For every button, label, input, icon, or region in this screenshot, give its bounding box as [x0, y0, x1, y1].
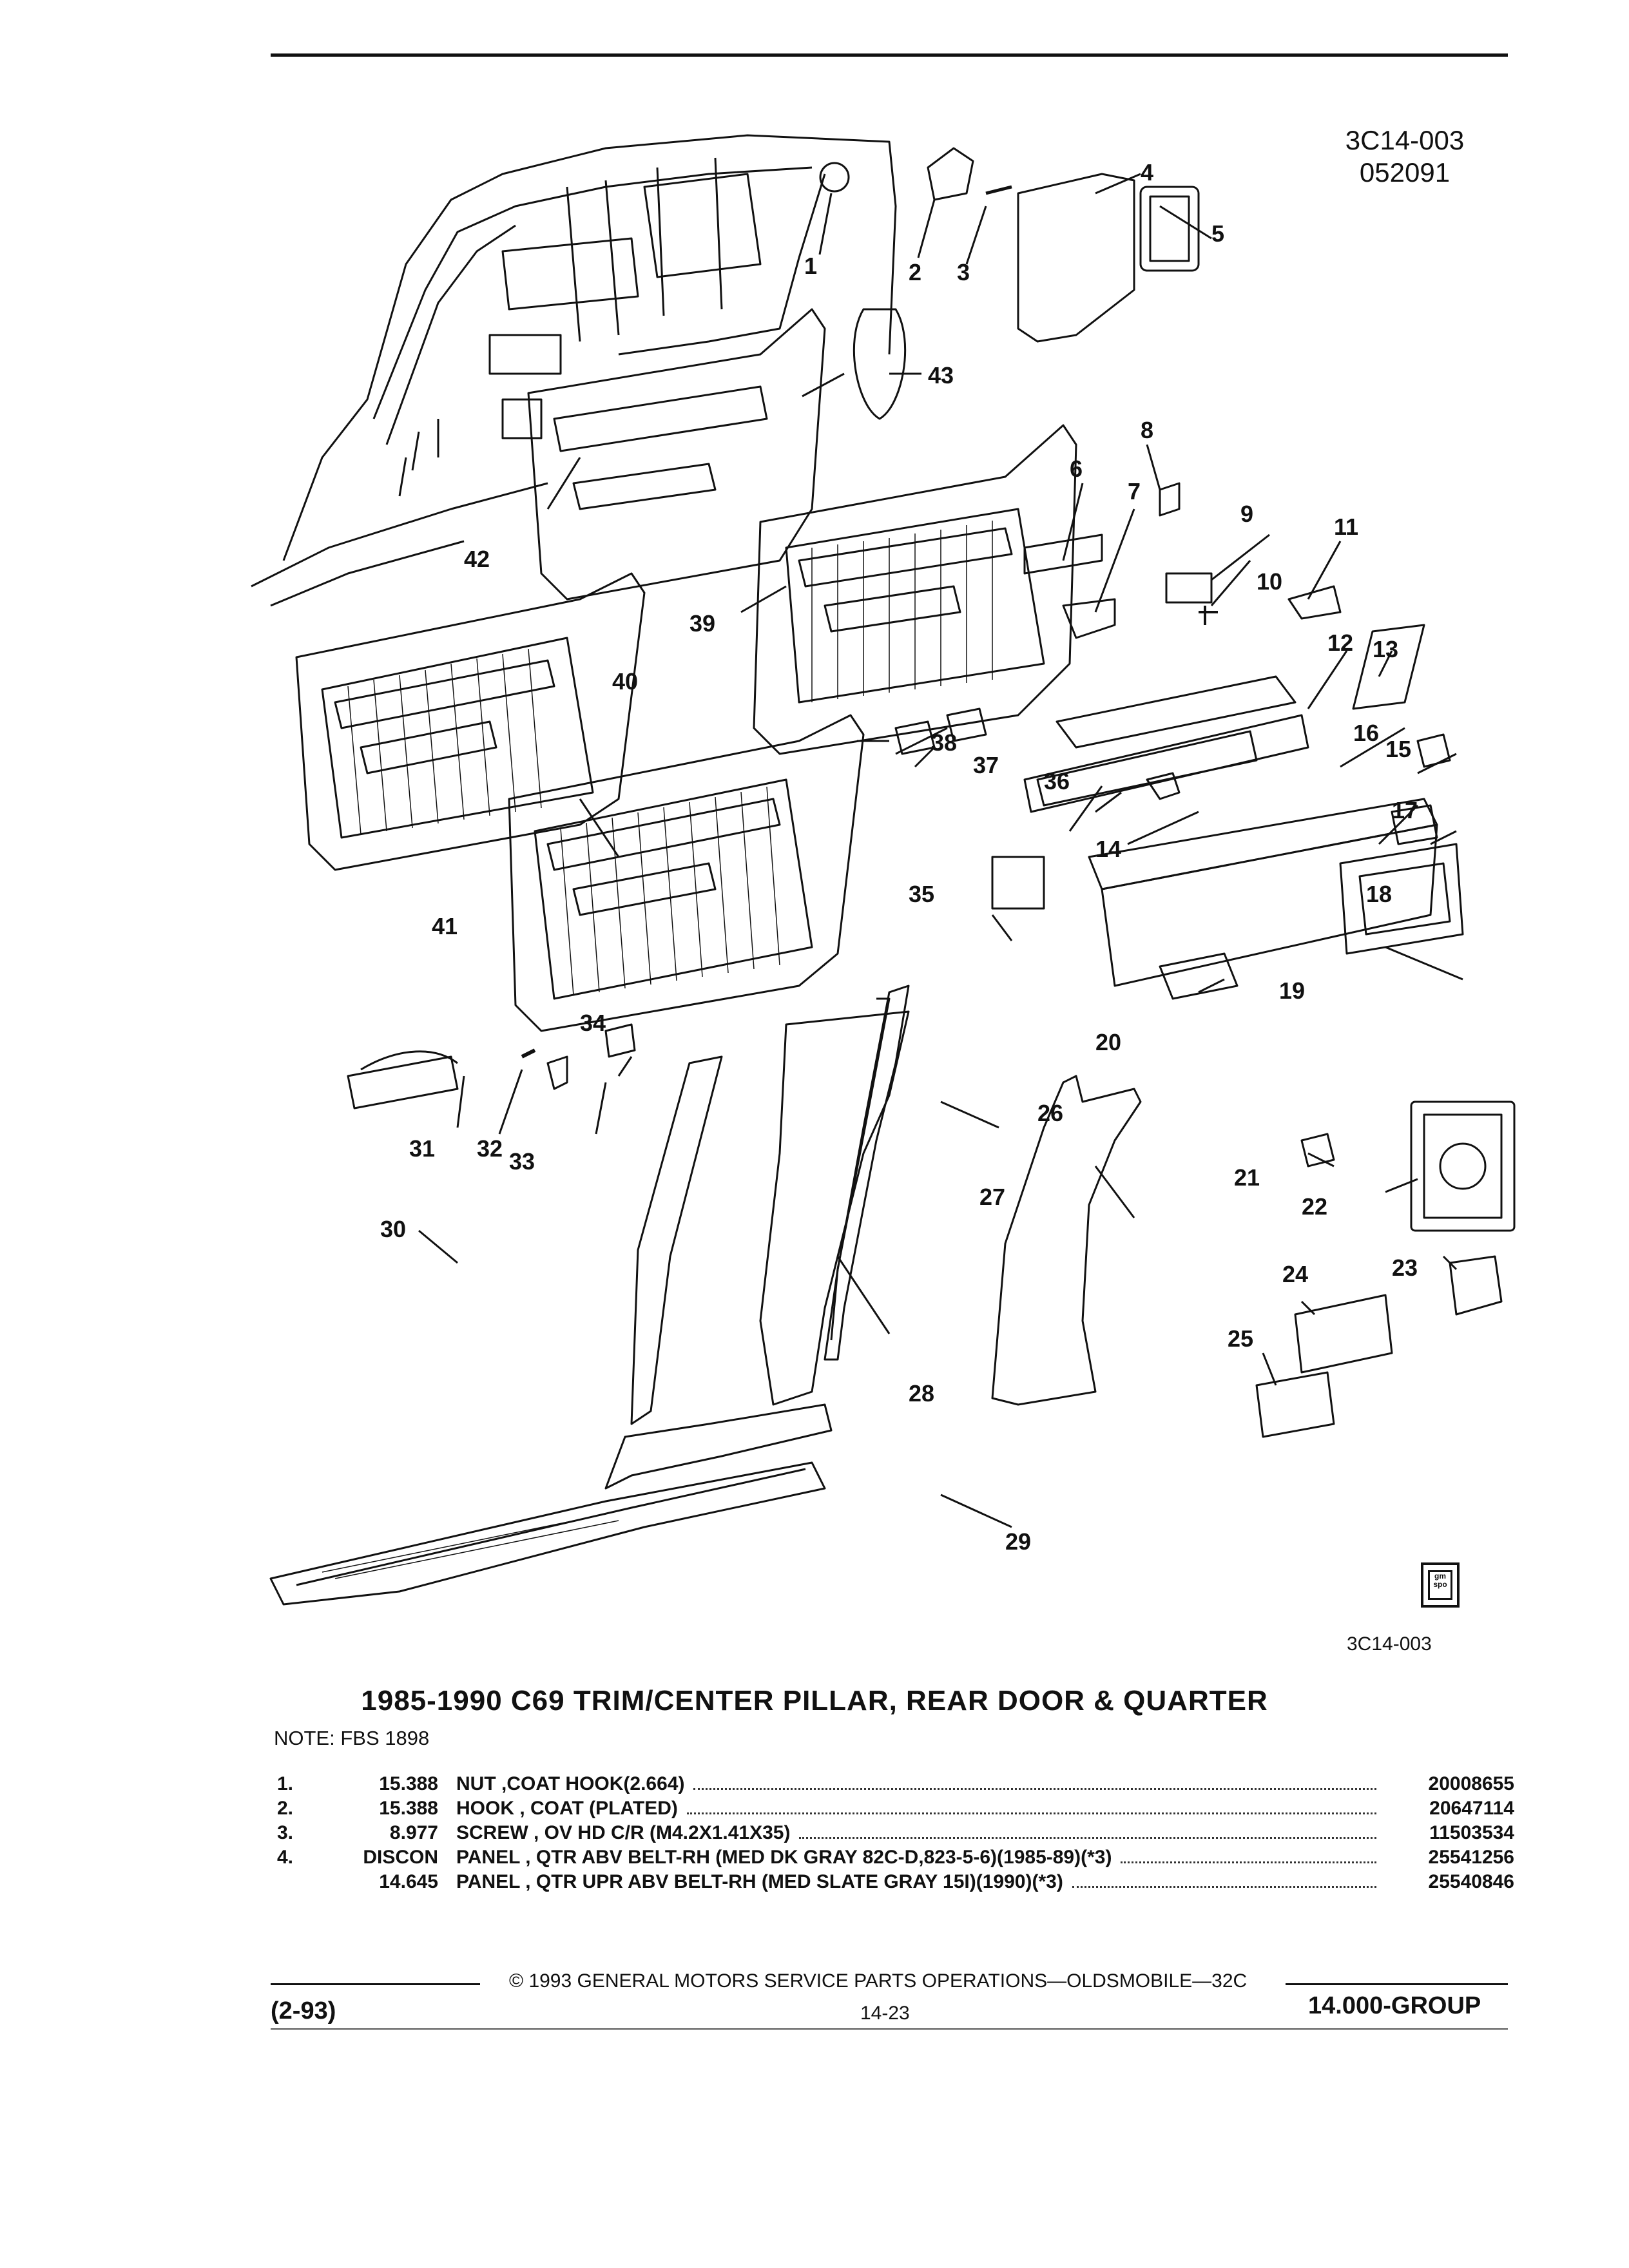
door-trim-panels: [295, 308, 1077, 1032]
footer-rule-left: [271, 1983, 480, 1985]
figure-code: 3C14-003: [1347, 1633, 1432, 1655]
diagram-code: 3C14-003: [1345, 125, 1465, 155]
table-row: 1. 15.388 NUT ,COAT HOOK(2.664) 20008655: [277, 1772, 1514, 1796]
price-code: 15.388: [379, 1773, 438, 1794]
part-number: 25541256: [1428, 1847, 1514, 1868]
callout-18: 18: [1366, 881, 1392, 907]
callout-41: 41: [432, 913, 458, 939]
callout-38: 38: [931, 729, 957, 756]
bottom-rule: [271, 2028, 1508, 2030]
gm-spo-logo-text: gm spo: [1428, 1570, 1452, 1600]
callout-11: 11: [1334, 514, 1358, 540]
callout-13: 13: [1373, 636, 1398, 662]
part-description: HOOK , COAT (PLATED): [456, 1798, 678, 1819]
callout-19: 19: [1279, 977, 1305, 1004]
price-code: 15.388: [379, 1798, 438, 1819]
callout-8: 8: [1141, 417, 1153, 443]
callout-25: 25: [1228, 1325, 1253, 1352]
item-number: 4.: [277, 1847, 294, 1868]
callout-6: 6: [1070, 456, 1083, 482]
item-number: 2.: [277, 1798, 294, 1819]
vehicle-body-outline: [251, 134, 897, 607]
callout-42: 42: [464, 546, 490, 572]
callout-35: 35: [909, 881, 934, 907]
group-label: 14.000-GROUP: [1308, 1992, 1481, 2019]
page-number: 14-23: [860, 2003, 910, 2024]
callout-20: 20: [1095, 1029, 1121, 1055]
callout-21: 21: [1234, 1164, 1260, 1191]
callout-7: 7: [1128, 478, 1141, 505]
callout-22: 22: [1302, 1193, 1327, 1220]
coat-hook-parts: [819, 147, 1200, 420]
callout-33: 33: [509, 1148, 535, 1175]
note: NOTE: FBS 1898: [274, 1727, 430, 1749]
gm-spo-logo: gm spo: [1421, 1562, 1460, 1608]
item-number: 3.: [277, 1822, 294, 1843]
table-row: 4. DISCON PANEL , QTR ABV BELT-RH (MED D…: [277, 1845, 1514, 1870]
armrest-switch-parts: [894, 482, 1464, 1000]
callout-24: 24: [1282, 1261, 1308, 1287]
callout-3: 3: [957, 259, 970, 285]
callout-2: 2: [909, 259, 921, 285]
parts-list: 1. 15.388 NUT ,COAT HOOK(2.664) 20008655…: [277, 1772, 1514, 1894]
part-description: NUT ,COAT HOOK(2.664): [456, 1773, 685, 1794]
callout-14: 14: [1095, 836, 1121, 862]
callout-1: 1: [804, 253, 817, 279]
footer-rule-right: [1286, 1983, 1508, 1985]
callout-10: 10: [1257, 568, 1282, 595]
callout-34: 34: [580, 1010, 606, 1036]
price-code: 14.645: [379, 1871, 438, 1892]
callout-4: 4: [1141, 159, 1153, 186]
date-code: 052091: [1359, 157, 1451, 187]
price-code: 8.977: [389, 1822, 438, 1843]
callout-17: 17: [1392, 797, 1418, 823]
callout-28: 28: [909, 1380, 934, 1407]
callout-12: 12: [1327, 629, 1353, 656]
price-code: DISCON: [363, 1847, 438, 1868]
item-number: 1.: [277, 1773, 294, 1794]
table-row: 2. 15.388 HOOK , COAT (PLATED) 20647114: [277, 1796, 1514, 1821]
callout-27: 27: [979, 1184, 1005, 1210]
part-number: 20008655: [1428, 1773, 1514, 1794]
callout-31: 31: [409, 1135, 435, 1162]
callout-40: 40: [612, 668, 638, 695]
copyright: © 1993 GENERAL MOTORS SERVICE PARTS OPER…: [509, 1970, 1248, 1992]
table-row: 3. 8.977 SCREW , OV HD C/R (M4.2X1.41X35…: [277, 1821, 1514, 1845]
part-description: SCREW , OV HD C/R (M4.2X1.41X35): [456, 1822, 791, 1843]
page-title: 1985-1990 C69 TRIM/CENTER PILLAR, REAR D…: [361, 1685, 1268, 1716]
callout-5: 5: [1211, 220, 1224, 247]
part-description: PANEL , QTR UPR ABV BELT-RH (MED SLATE G…: [456, 1871, 1063, 1892]
callout-29: 29: [1005, 1528, 1031, 1555]
callout-30: 30: [380, 1216, 406, 1242]
callout-32: 32: [477, 1135, 503, 1162]
part-number: 20647114: [1429, 1798, 1514, 1819]
callout-37: 37: [973, 752, 999, 778]
exploded-parts-diagram: 1 2 3 4 5 6 7 8 9 10 11 12 13 14 15 16 1…: [251, 134, 1516, 1606]
callout-15: 15: [1385, 736, 1411, 762]
item-number: [277, 1870, 342, 1894]
part-number: 25540846: [1428, 1871, 1514, 1892]
footer-date: (2-93): [271, 1997, 336, 2024]
callout-36: 36: [1044, 768, 1070, 794]
part-number: 11503534: [1429, 1822, 1514, 1843]
pillar-and-sill-parts: [269, 985, 1516, 1606]
callout-16: 16: [1353, 720, 1379, 746]
table-row: 14.645 PANEL , QTR UPR ABV BELT-RH (MED …: [277, 1870, 1514, 1894]
callout-23: 23: [1392, 1254, 1418, 1281]
callout-43: 43: [928, 362, 954, 389]
callout-26: 26: [1037, 1100, 1063, 1126]
part-description: PANEL , QTR ABV BELT-RH (MED DK GRAY 82C…: [456, 1847, 1112, 1868]
callout-9: 9: [1240, 501, 1253, 527]
top-rule: [271, 53, 1508, 57]
callout-39: 39: [689, 610, 715, 637]
